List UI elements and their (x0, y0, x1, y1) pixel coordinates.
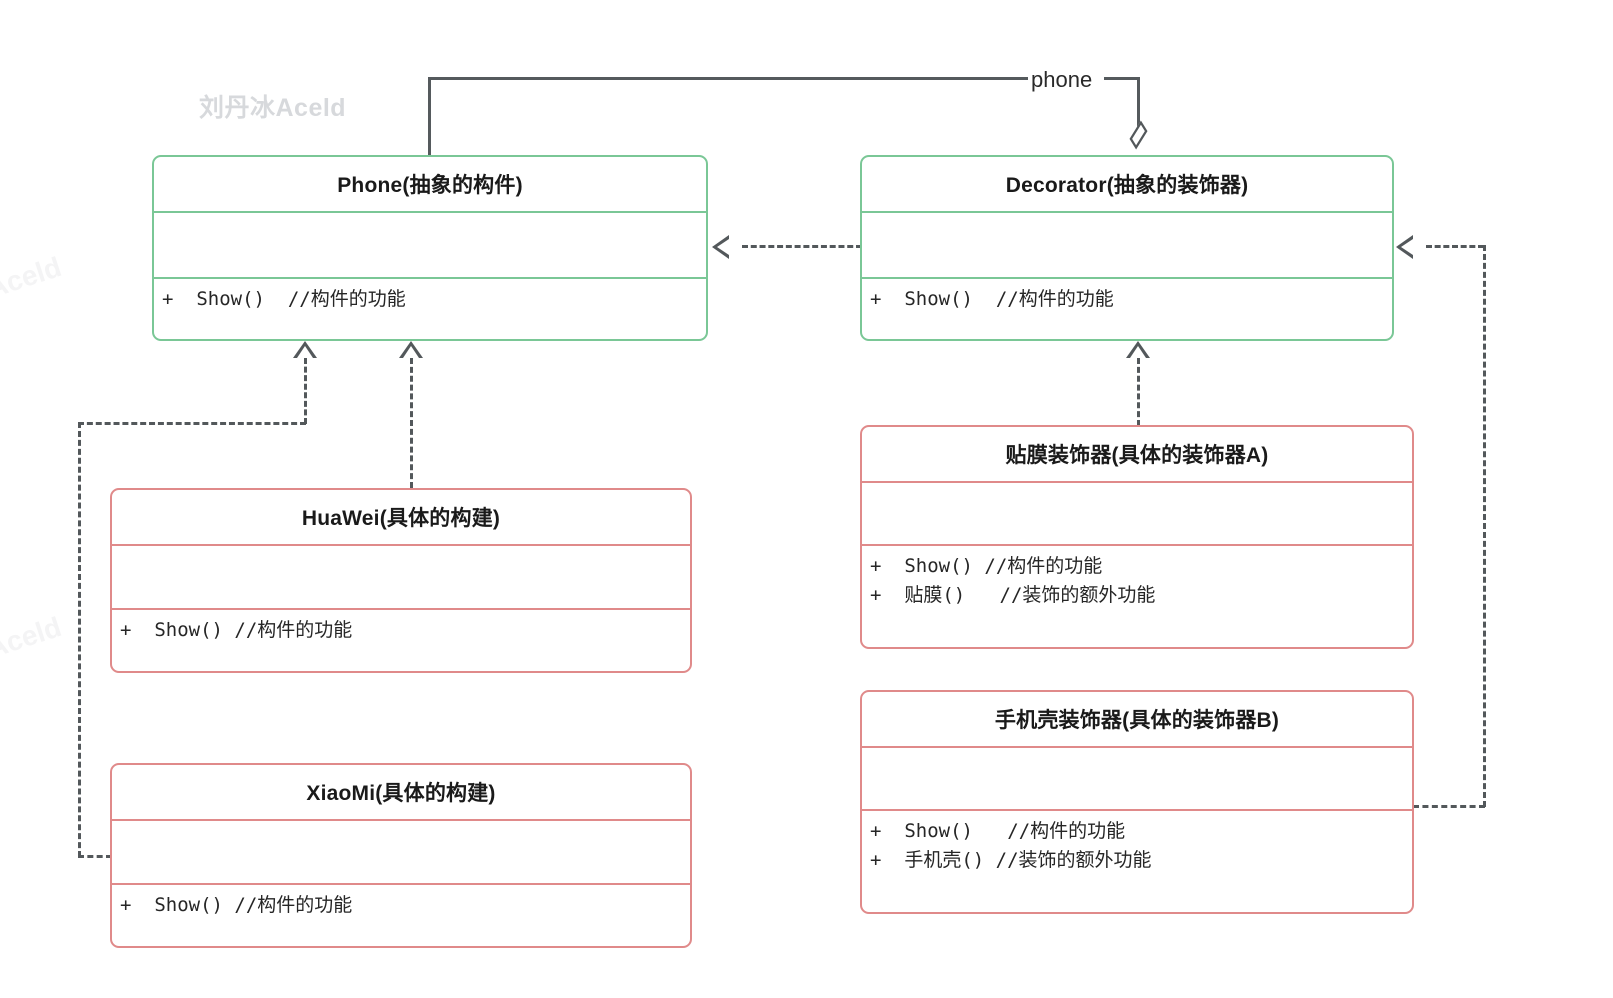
realization-line-decorator-to-phone (742, 245, 862, 248)
watermark-faint-left-top: Aceld (0, 251, 66, 305)
realization-line-right-vertical (1483, 245, 1486, 807)
operation-row: + Show() //构件的功能 (120, 894, 353, 916)
class-title-xiaomi: XiaoMi(具体的构建) (112, 765, 690, 821)
aggregation-line-vertical-right (1137, 77, 1140, 127)
operation-row: + 手机壳() //装饰的额外功能 (870, 849, 1152, 872)
operation-row: + Show() //构件的功能 (870, 820, 1126, 842)
aggregation-line-horizontal-right (1104, 77, 1140, 80)
realization-line-xiaomi-seg-up (304, 358, 307, 424)
aggregation-line-horizontal-left (428, 77, 1028, 80)
class-operations-xiaomi: + Show() //构件的功能 (112, 885, 690, 944)
hollow-triangle-up-icon-decorator (1126, 341, 1150, 358)
class-title-film-decorator: 贴膜装饰器(具体的装饰器A) (862, 427, 1412, 483)
hollow-triangle-up-icon-huawei (399, 341, 423, 358)
class-title-decorator: Decorator(抽象的装饰器) (862, 157, 1392, 213)
class-operations-decorator: + Show() //构件的功能 (862, 279, 1392, 337)
operation-row: + 贴膜() //装饰的额外功能 (870, 584, 1156, 607)
class-attributes-case-decorator (862, 748, 1412, 811)
class-box-xiaomi[interactable]: XiaoMi(具体的构建) + Show() //构件的功能 (110, 763, 692, 948)
class-operations-case-decorator: + Show() //构件的功能 + 手机壳() //装饰的额外功能 (862, 811, 1412, 911)
class-title-phone: Phone(抽象的构件) (154, 157, 706, 213)
operation-row: + Show() //构件的功能 (870, 555, 1103, 577)
hollow-triangle-left-icon-phone (712, 235, 729, 259)
class-box-phone[interactable]: Phone(抽象的构件) + Show() //构件的功能 (152, 155, 708, 341)
class-attributes-film-decorator (862, 483, 1412, 546)
class-operations-huawei: + Show() //构件的功能 (112, 610, 690, 669)
aggregation-diamond-icon (1129, 120, 1148, 150)
operation-row: + Show() //构件的功能 (870, 288, 1114, 310)
class-box-film-decorator[interactable]: 贴膜装饰器(具体的装饰器A) + Show() //构件的功能 + 贴膜() /… (860, 425, 1414, 649)
operation-row: + Show() //构件的功能 (120, 619, 353, 641)
watermark-faint-left-bottom: Aceld (0, 611, 66, 665)
aggregation-line-vertical-left (428, 77, 431, 157)
class-operations-phone: + Show() //构件的功能 (154, 279, 706, 337)
class-attributes-huawei (112, 546, 690, 610)
realization-line-huawei-to-phone (410, 358, 413, 488)
class-box-case-decorator[interactable]: 手机壳装饰器(具体的装饰器B) + Show() //构件的功能 + 手机壳()… (860, 690, 1414, 914)
class-attributes-xiaomi (112, 821, 690, 885)
realization-line-film-to-decorator (1137, 358, 1140, 426)
hollow-triangle-up-icon-xiaomi (293, 341, 317, 358)
class-box-decorator[interactable]: Decorator(抽象的装饰器) + Show() //构件的功能 (860, 155, 1394, 341)
class-title-huawei: HuaWei(具体的构建) (112, 490, 690, 546)
edge-label-phone: phone (1028, 67, 1096, 93)
class-attributes-decorator (862, 213, 1392, 279)
realization-line-xiaomi-seg-top (78, 422, 306, 425)
realization-line-right-top (1426, 245, 1484, 248)
operation-row: + Show() //构件的功能 (162, 288, 406, 310)
watermark-author: 刘丹冰Aceld (199, 94, 347, 122)
realization-line-xiaomi-seg-bottom (78, 855, 112, 858)
hollow-triangle-left-icon-decorator (1396, 235, 1413, 259)
class-attributes-phone (154, 213, 706, 279)
realization-line-xiaomi-seg-left (78, 422, 81, 857)
class-box-huawei[interactable]: HuaWei(具体的构建) + Show() //构件的功能 (110, 488, 692, 673)
class-title-case-decorator: 手机壳装饰器(具体的装饰器B) (862, 692, 1412, 748)
class-operations-film-decorator: + Show() //构件的功能 + 贴膜() //装饰的额外功能 (862, 546, 1412, 646)
realization-line-right-bottom (1413, 805, 1485, 808)
